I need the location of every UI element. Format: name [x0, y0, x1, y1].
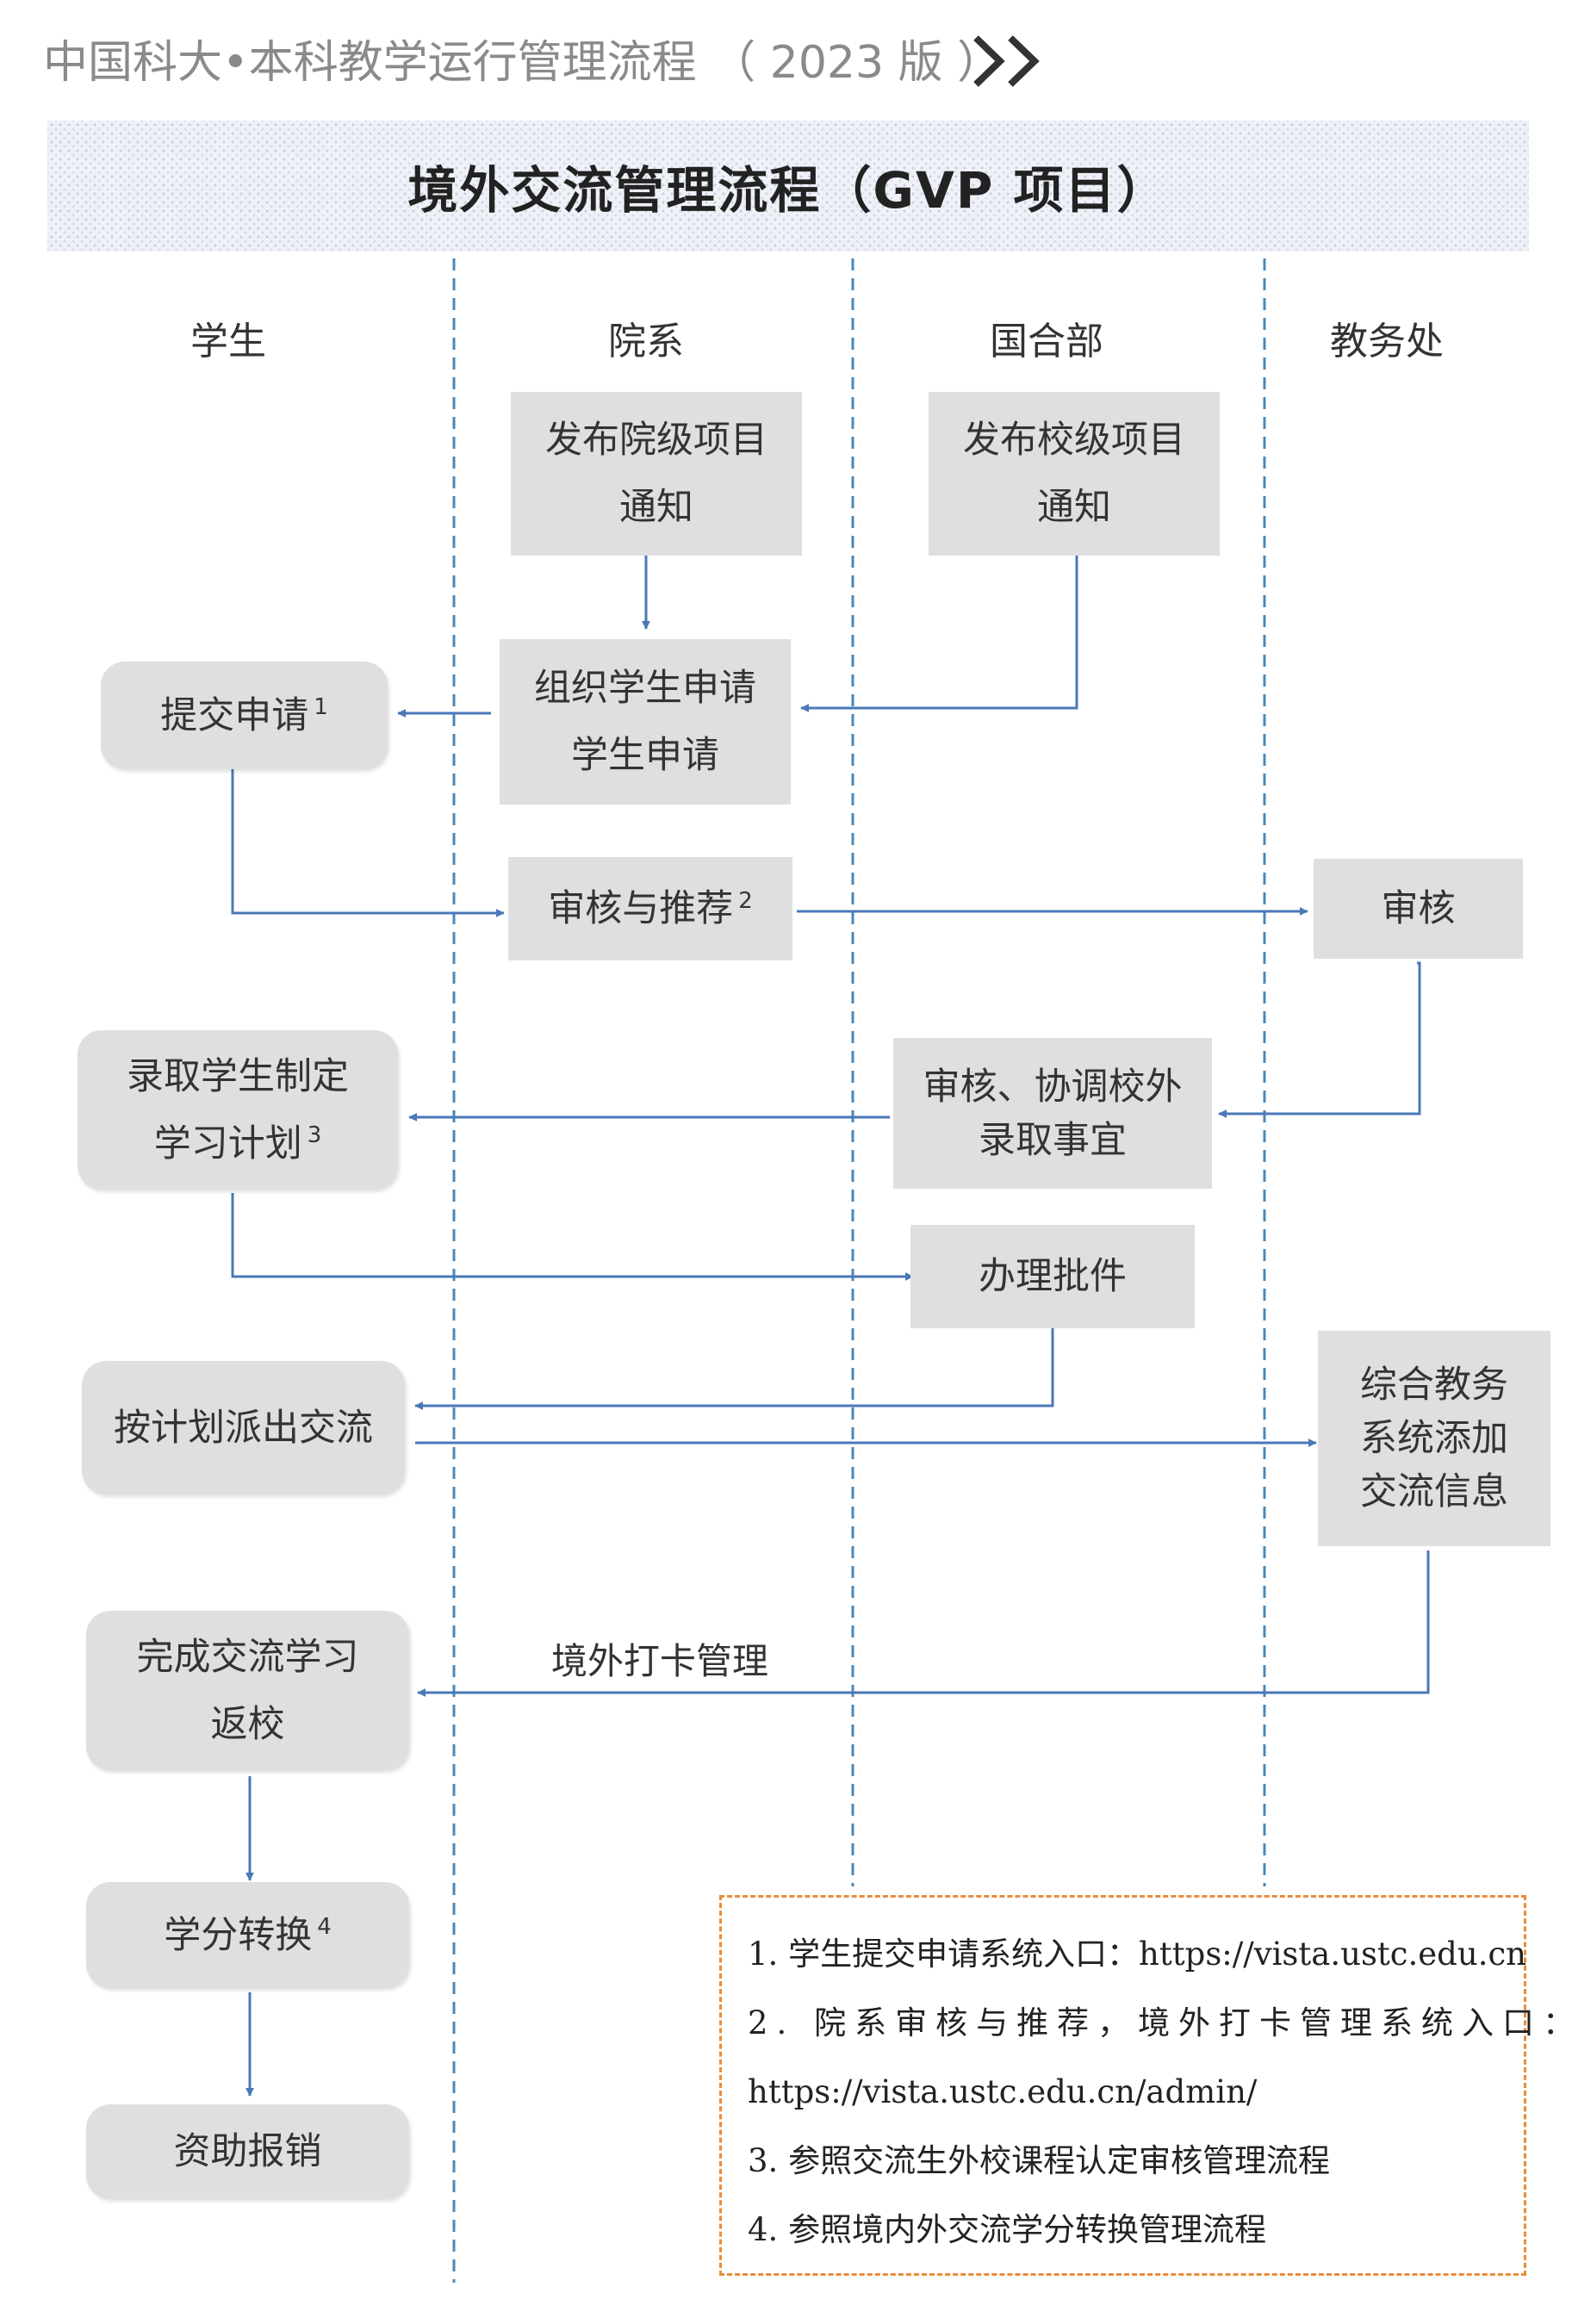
- diagram-title: 境外交流管理流程（GVP 项目）: [407, 161, 1169, 220]
- arrow-approval-to-dispatch: [414, 1327, 1054, 1410]
- node-reimburse: 资助报销: [86, 2104, 409, 2199]
- double-chevron-right-icon: [973, 35, 1040, 87]
- node-school-notice: 发布校级项目 通知: [929, 392, 1220, 556]
- title-banner: 境外交流管理流程（GVP 项目）: [47, 121, 1529, 252]
- footnote-4: 4. 参照境内外交流学分转换管理流程: [748, 2211, 1267, 2248]
- node-academic-review: 审核: [1314, 859, 1523, 959]
- node-college-notice: 发布院级项目 通知: [511, 392, 802, 556]
- lane-label-international-office: 国合部: [990, 320, 1103, 364]
- node-add-info: 综合教务 系统添加 交流信息: [1318, 1331, 1550, 1546]
- arrow-school-notice-to-organize: [800, 556, 1078, 712]
- footnote-2-url: https://vista.ustc.edu.cn/admin/: [748, 2073, 1258, 2110]
- arrow-admit-to-approval: [231, 1193, 914, 1281]
- footnote-1: 1. 学生提交申请系统入口：https://vista.ustc.edu.cn: [748, 1936, 1527, 1973]
- footnotes-box: 1. 学生提交申请系统入口：https://vista.ustc.edu.cn …: [719, 1895, 1572, 2276]
- node-coordinate-admission: 审核、协调校外 录取事宜: [893, 1038, 1212, 1189]
- edge-label-checkin: 境外打卡管理: [551, 1640, 769, 1682]
- arrow-academic-to-coordinate: [1218, 961, 1421, 1118]
- footnote-2: 2. 院系审核与推荐，境外打卡管理系统入口：: [748, 2004, 1572, 2041]
- node-dispatch: 按计划派出交流: [82, 1361, 405, 1494]
- node-organize-apply: 组织学生申请 学生申请: [500, 639, 791, 805]
- lane-label-student: 学生: [190, 320, 266, 364]
- arrow-submit-to-review: [231, 768, 505, 917]
- lane-label-college: 院系: [608, 320, 684, 364]
- page-header-title: 中国科大•本科教学运行管理流程 （ 2023 版 ）: [43, 37, 1003, 89]
- node-return-school: 完成交流学习 返校: [86, 1611, 409, 1770]
- footnote-3: 3. 参照交流生外校课程认定审核管理流程: [748, 2142, 1331, 2179]
- node-approval: 办理批件: [910, 1225, 1195, 1328]
- lane-label-academic-affairs: 教务处: [1330, 320, 1444, 364]
- arrow-add-info-to-return: [417, 1550, 1430, 1697]
